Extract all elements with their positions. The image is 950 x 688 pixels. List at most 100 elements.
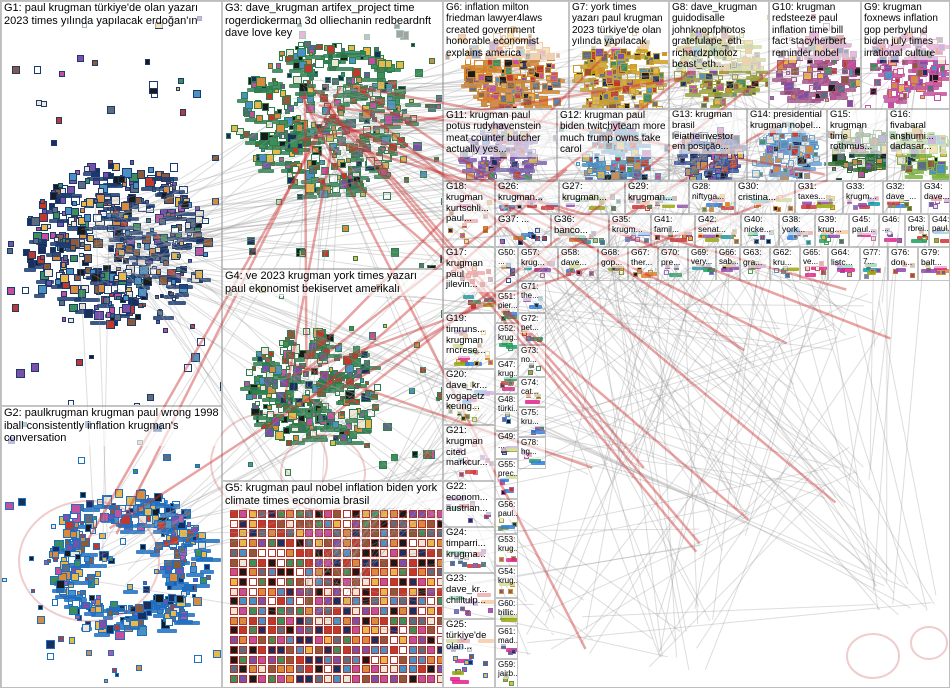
group-box-g37[interactable]: G37: ... (495, 214, 551, 247)
graph-node[interactable] (505, 94, 514, 102)
group-box-g52[interactable]: G52: krug... (495, 323, 518, 359)
graph-node[interactable] (49, 232, 56, 239)
graph-node[interactable] (785, 71, 790, 76)
graph-node[interactable] (71, 207, 80, 217)
graph-node[interactable] (600, 239, 606, 245)
graph-node[interactable] (286, 539, 295, 548)
graph-node[interactable] (388, 147, 396, 154)
graph-node[interactable] (204, 564, 210, 571)
graph-node[interactable] (289, 382, 298, 391)
graph-node[interactable] (206, 575, 211, 581)
group-box-g68[interactable]: G68: gop... (598, 247, 628, 281)
graph-node[interactable] (478, 73, 486, 82)
group-box-g35[interactable]: G35: krugm... (609, 214, 651, 247)
graph-node[interactable] (511, 648, 517, 654)
graph-node[interactable] (277, 636, 285, 645)
graph-node[interactable] (314, 529, 323, 538)
graph-node[interactable] (295, 124, 304, 132)
graph-node[interactable] (195, 215, 203, 224)
graph-node[interactable] (230, 510, 238, 518)
graph-node[interactable] (295, 665, 304, 674)
graph-node[interactable] (170, 279, 176, 285)
graph-node[interactable] (765, 144, 775, 154)
graph-node[interactable] (230, 665, 238, 674)
graph-node[interactable] (401, 109, 407, 115)
graph-node[interactable] (380, 655, 389, 664)
graph-node[interactable] (462, 562, 468, 568)
graph-node[interactable] (312, 146, 320, 154)
graph-node[interactable] (876, 268, 881, 274)
graph-node[interactable] (58, 636, 65, 642)
graph-node[interactable] (380, 587, 389, 596)
graph-node[interactable] (248, 529, 257, 538)
graph-node[interactable] (828, 84, 837, 92)
graph-node[interactable] (284, 469, 292, 476)
graph-node[interactable] (271, 382, 278, 389)
graph-node[interactable] (77, 457, 85, 465)
graph-node[interactable] (724, 201, 730, 207)
graph-node[interactable] (751, 160, 758, 166)
graph-node[interactable] (251, 365, 257, 371)
graph-node[interactable] (66, 186, 75, 195)
graph-node[interactable] (81, 200, 88, 207)
graph-node[interactable] (408, 665, 417, 674)
graph-node[interactable] (410, 42, 415, 47)
graph-node[interactable] (418, 558, 426, 567)
graph-node[interactable] (415, 68, 423, 77)
graph-node[interactable] (202, 218, 209, 225)
graph-node[interactable] (333, 519, 342, 528)
graph-node[interactable] (70, 254, 78, 263)
graph-node[interactable] (267, 539, 276, 548)
graph-node[interactable] (64, 549, 72, 557)
graph-node[interactable] (277, 665, 285, 674)
group-box-g42[interactable]: G42: senat... (695, 214, 741, 247)
group-box-g77[interactable]: G77: 7... (860, 247, 888, 281)
graph-node[interactable] (518, 239, 524, 245)
graph-node[interactable] (376, 81, 386, 90)
graph-node[interactable] (277, 558, 285, 567)
graph-node[interactable] (506, 278, 512, 284)
graph-node[interactable] (841, 76, 850, 85)
graph-node[interactable] (121, 202, 131, 212)
group-box-g29[interactable]: G29: krugman... (625, 181, 689, 214)
graph-node[interactable] (500, 239, 506, 245)
graph-node[interactable] (293, 434, 300, 441)
graph-node[interactable] (248, 607, 257, 615)
graph-node[interactable] (83, 254, 93, 263)
graph-node[interactable] (371, 539, 379, 548)
group-box-g11[interactable]: G11: krugman paul potus rudyhavenstein m… (443, 109, 557, 181)
graph-node[interactable] (324, 539, 332, 548)
graph-node[interactable] (389, 548, 398, 557)
graph-node[interactable] (192, 596, 203, 607)
graph-node[interactable] (132, 222, 141, 231)
graph-node[interactable] (350, 181, 357, 188)
graph-node[interactable] (751, 169, 761, 178)
graph-node[interactable] (101, 557, 107, 563)
graph-node[interactable] (248, 616, 257, 625)
graph-node[interactable] (230, 519, 238, 528)
graph-node[interactable] (506, 418, 512, 424)
graph-node[interactable] (324, 665, 332, 674)
graph-node[interactable] (54, 237, 60, 243)
graph-node[interactable] (149, 267, 158, 276)
graph-node[interactable] (295, 548, 304, 557)
graph-node[interactable] (389, 568, 398, 577)
graph-node[interactable] (92, 543, 101, 551)
graph-node[interactable] (333, 626, 342, 635)
graph-node[interactable] (267, 510, 276, 518)
graph-node[interactable] (48, 203, 56, 210)
graph-node[interactable] (384, 149, 389, 155)
graph-node[interactable] (320, 166, 329, 175)
graph-node[interactable] (46, 653, 54, 661)
graph-node[interactable] (30, 217, 40, 227)
graph-node[interactable] (380, 674, 389, 683)
graph-node[interactable] (142, 302, 147, 308)
group-box-g69[interactable]: G69: very... (688, 247, 716, 281)
graph-node[interactable] (359, 378, 365, 383)
graph-node[interactable] (280, 379, 289, 388)
graph-node[interactable] (356, 77, 363, 84)
graph-node[interactable] (295, 597, 304, 606)
graph-node[interactable] (361, 548, 370, 557)
graph-node[interactable] (408, 645, 417, 654)
graph-node[interactable] (258, 539, 267, 548)
